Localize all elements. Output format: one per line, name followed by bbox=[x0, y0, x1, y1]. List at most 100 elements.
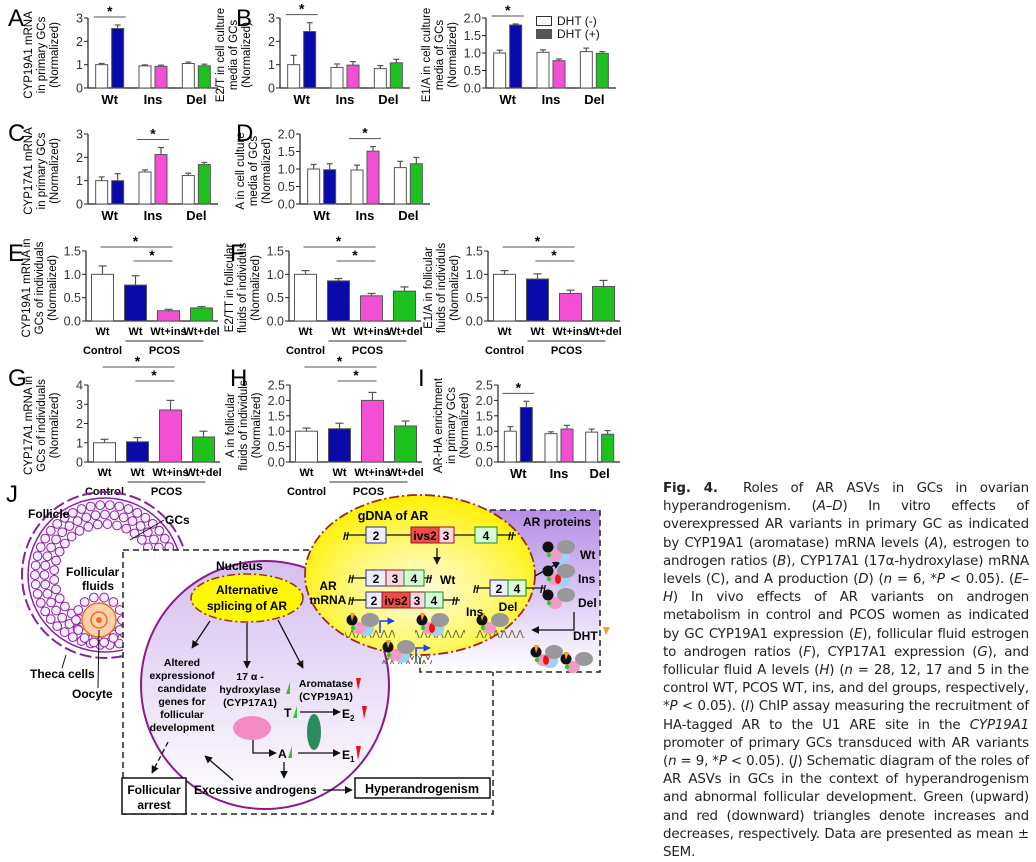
caption-title: Roles of AR ASVs in GCs in ovarian hyper… bbox=[663, 481, 1029, 515]
granulosa-cell bbox=[30, 579, 41, 590]
bar-group-0 bbox=[295, 430, 318, 463]
bar-group-2 bbox=[360, 295, 383, 322]
svg-text:3: 3 bbox=[392, 572, 399, 586]
granulosa-cell bbox=[67, 632, 78, 643]
y-tick-label: 2.0 bbox=[278, 128, 295, 142]
y-axis-label: media of GCs bbox=[434, 20, 446, 91]
label-gdna-title: gDNA of AR bbox=[358, 509, 429, 523]
x-tick-label: Del bbox=[584, 92, 604, 107]
caption-ref: E bbox=[853, 626, 863, 642]
cumulus-cell bbox=[108, 597, 119, 607]
svg-text:17 α -: 17 α - bbox=[236, 671, 264, 683]
increase-triangle-icon bbox=[293, 706, 297, 718]
y-tick-label: 3 bbox=[268, 12, 275, 26]
y-tick-label: 0.5 bbox=[64, 291, 81, 305]
x-tick-label: Wt bbox=[298, 326, 312, 338]
bar-group-2 bbox=[559, 292, 582, 322]
significance-star: * bbox=[299, 1, 305, 17]
y-tick-label: 0 bbox=[268, 82, 275, 96]
x-tick-label: Wt+ins bbox=[152, 467, 188, 479]
ar-protein-complex bbox=[346, 613, 395, 636]
ar-protein-complex bbox=[382, 640, 431, 663]
x-tick-label: Wt+del bbox=[185, 467, 221, 479]
y-tick-label: 2.5 bbox=[268, 379, 285, 393]
x-tick-label: Del bbox=[590, 466, 610, 481]
gdna-row-shapes bbox=[345, 526, 516, 544]
bar-group-1 bbox=[526, 278, 549, 322]
bar-ins-dht-minus bbox=[536, 51, 550, 89]
y-axis-label: CYP17A1 mRNA in bbox=[23, 376, 35, 475]
svg-text://: // bbox=[426, 574, 432, 586]
svg-text:Altered: Altered bbox=[164, 657, 200, 669]
label-e1: E1 bbox=[342, 748, 355, 764]
svg-text:3: 3 bbox=[443, 529, 450, 543]
caption-text: ) ChIP assay measuring the recruitment o… bbox=[663, 699, 1029, 733]
label-nucleus: Nucleus bbox=[216, 559, 263, 573]
y-axis-label: A in cell culture bbox=[235, 132, 247, 209]
caption-text: ), follicular fluid estrogen to androgen… bbox=[663, 626, 1029, 660]
y-axis-label: GCs of individuals bbox=[34, 241, 46, 334]
bar-wt-dht-plus bbox=[111, 180, 125, 205]
label-theca-cells: Theca cells bbox=[30, 667, 95, 681]
y-tick-label: 1.5 bbox=[466, 245, 483, 259]
significance-star: * bbox=[505, 2, 511, 18]
x-tick-label: Del bbox=[186, 208, 206, 223]
caption-text: promoter of primary GCs transduced with … bbox=[663, 735, 1029, 770]
x-tick-label: Wt+ins bbox=[552, 326, 588, 338]
granulosa-cell bbox=[123, 504, 134, 514]
caption-text: ) In vivo effects of AR variants on andr… bbox=[663, 590, 1029, 642]
x-tick-label: Wt bbox=[332, 467, 346, 479]
y-tick-label: 0.5 bbox=[278, 180, 295, 194]
y-tick-label: 1.0 bbox=[476, 425, 493, 439]
panel-letter-d: D bbox=[236, 120, 253, 147]
granulosa-cell bbox=[54, 593, 65, 604]
y-tick-label: 2.5 bbox=[476, 379, 493, 393]
granulosa-cell bbox=[127, 516, 138, 526]
x-tick-label: Wt bbox=[97, 467, 111, 479]
y-tick-label: 2.0 bbox=[268, 394, 285, 408]
label-ar-mrna-2: mRNA bbox=[310, 593, 347, 607]
svg-text:2: 2 bbox=[371, 594, 378, 608]
x-tick-label: Wt bbox=[299, 467, 313, 479]
bar-del-dht-minus bbox=[181, 63, 195, 89]
y-axis-label: E2/T in cell culture bbox=[215, 8, 227, 102]
svg-text:Ins: Ins bbox=[466, 605, 484, 619]
granulosa-cell bbox=[59, 512, 70, 523]
legend-label-dht-plus: DHT (+) bbox=[557, 26, 600, 41]
y-tick-label: 1.5 bbox=[268, 409, 285, 423]
cumulus-cell bbox=[73, 605, 84, 615]
label-dht: DHT bbox=[573, 629, 598, 643]
group-label-control: Control bbox=[286, 345, 325, 357]
caption-ref: I bbox=[745, 699, 750, 715]
caption-ref: n bbox=[844, 663, 853, 679]
granulosa-cell bbox=[54, 546, 65, 557]
y-tick-label: 0 bbox=[76, 456, 83, 470]
figure-caption: Fig. 4. Roles of AR ASVs in GCs in ovari… bbox=[663, 480, 1029, 862]
svg-text:4: 4 bbox=[514, 582, 521, 596]
bar-group-3 bbox=[190, 307, 213, 322]
ar-protein-complex bbox=[542, 540, 575, 563]
panel-letter-j: J bbox=[6, 481, 18, 508]
significance-star: * bbox=[353, 367, 359, 383]
granulosa-cell bbox=[40, 560, 51, 571]
legend-label-dht-minus: DHT (-) bbox=[557, 13, 597, 28]
granulosa-cell bbox=[51, 605, 61, 616]
caption-text: < 0.05). ( bbox=[726, 754, 794, 770]
bar-group-2 bbox=[361, 399, 384, 463]
bar-group-2 bbox=[157, 310, 180, 322]
bar-del-dht-plus bbox=[409, 163, 423, 205]
granulosa-cell bbox=[60, 538, 70, 549]
y-axis-label: AR-HA enrichment bbox=[433, 377, 445, 473]
y-tick-label: 0.0 bbox=[476, 456, 493, 470]
granulosa-cell bbox=[42, 588, 53, 599]
panel-letter-i: I bbox=[418, 365, 425, 392]
label-follicular-fluids-2: fluids bbox=[82, 579, 114, 593]
granulosa-cell bbox=[140, 512, 151, 523]
svg-text://: // bbox=[473, 584, 479, 596]
cumulus-cell bbox=[88, 637, 99, 648]
group-label-control: Control bbox=[83, 345, 122, 357]
granulosa-cell bbox=[85, 501, 96, 512]
y-tick-label: 1.0 bbox=[466, 268, 483, 282]
caption-text: ) Schematic diagram of the roles of AR A… bbox=[663, 754, 1029, 861]
